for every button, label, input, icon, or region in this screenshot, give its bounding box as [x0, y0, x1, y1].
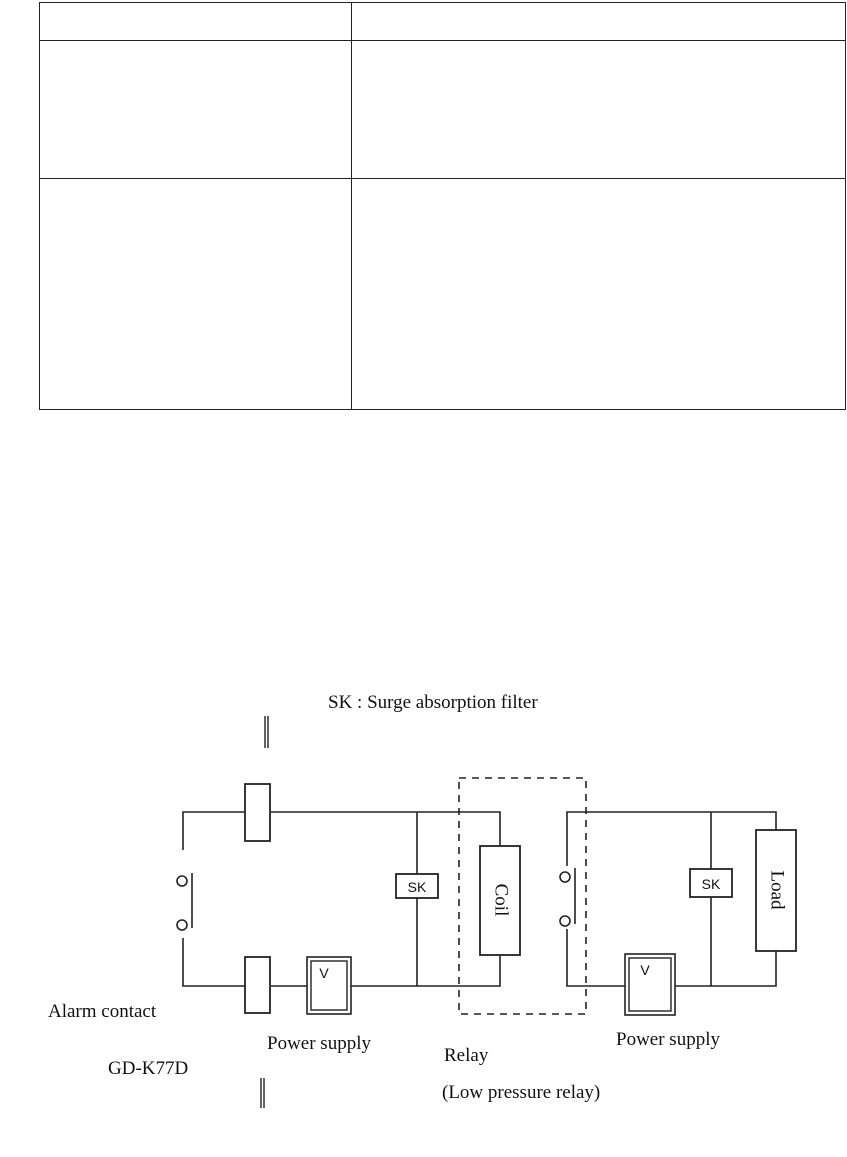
table-cell	[351, 178, 846, 410]
surge-filter-right	[689, 868, 733, 898]
table-row	[39, 2, 846, 41]
wire-left-bottom	[182, 938, 501, 987]
coil-label: Coil	[491, 884, 512, 917]
alarm-contact-label: Alarm contact	[48, 1001, 157, 1022]
sk-right-label: SK	[702, 876, 721, 892]
power-supply-left	[306, 956, 352, 1015]
relay-note-label: (Low pressure relay)	[442, 1082, 600, 1103]
table-cell	[39, 2, 352, 41]
legend-text: SK : Surge absorption filter	[328, 692, 538, 713]
wire-right-top	[566, 811, 777, 866]
v-right-label: V	[640, 962, 650, 978]
power-supply-right	[624, 953, 676, 1016]
v-left-label: V	[319, 965, 329, 981]
relay-label: Relay	[444, 1045, 489, 1066]
terminal-bottom	[244, 956, 271, 1014]
table-cell	[351, 40, 846, 179]
table-row	[39, 178, 846, 410]
wire-right-bottom	[566, 929, 777, 987]
relay-contact-switch	[559, 868, 576, 927]
table-cell	[39, 178, 352, 410]
table-cell	[351, 2, 846, 41]
alarm-contact-switch	[176, 873, 193, 931]
sk-left-label: SK	[408, 879, 427, 895]
power-supply-left-label: Power supply	[267, 1033, 371, 1054]
wire-left-top	[182, 811, 501, 850]
table-row	[39, 40, 846, 179]
load-label: Load	[767, 870, 788, 910]
device-label: GD-K77D	[108, 1058, 188, 1079]
relay-coil	[479, 845, 521, 956]
power-supply-right-label: Power supply	[616, 1029, 720, 1050]
surge-filter-left	[395, 873, 439, 899]
load-box	[755, 829, 797, 952]
spec-table	[39, 2, 846, 410]
table-cell	[39, 40, 352, 179]
wiring-diagram: SK V Coil SK Load V SK : Surge absorptio…	[48, 692, 797, 1108]
terminal-top	[244, 783, 271, 842]
